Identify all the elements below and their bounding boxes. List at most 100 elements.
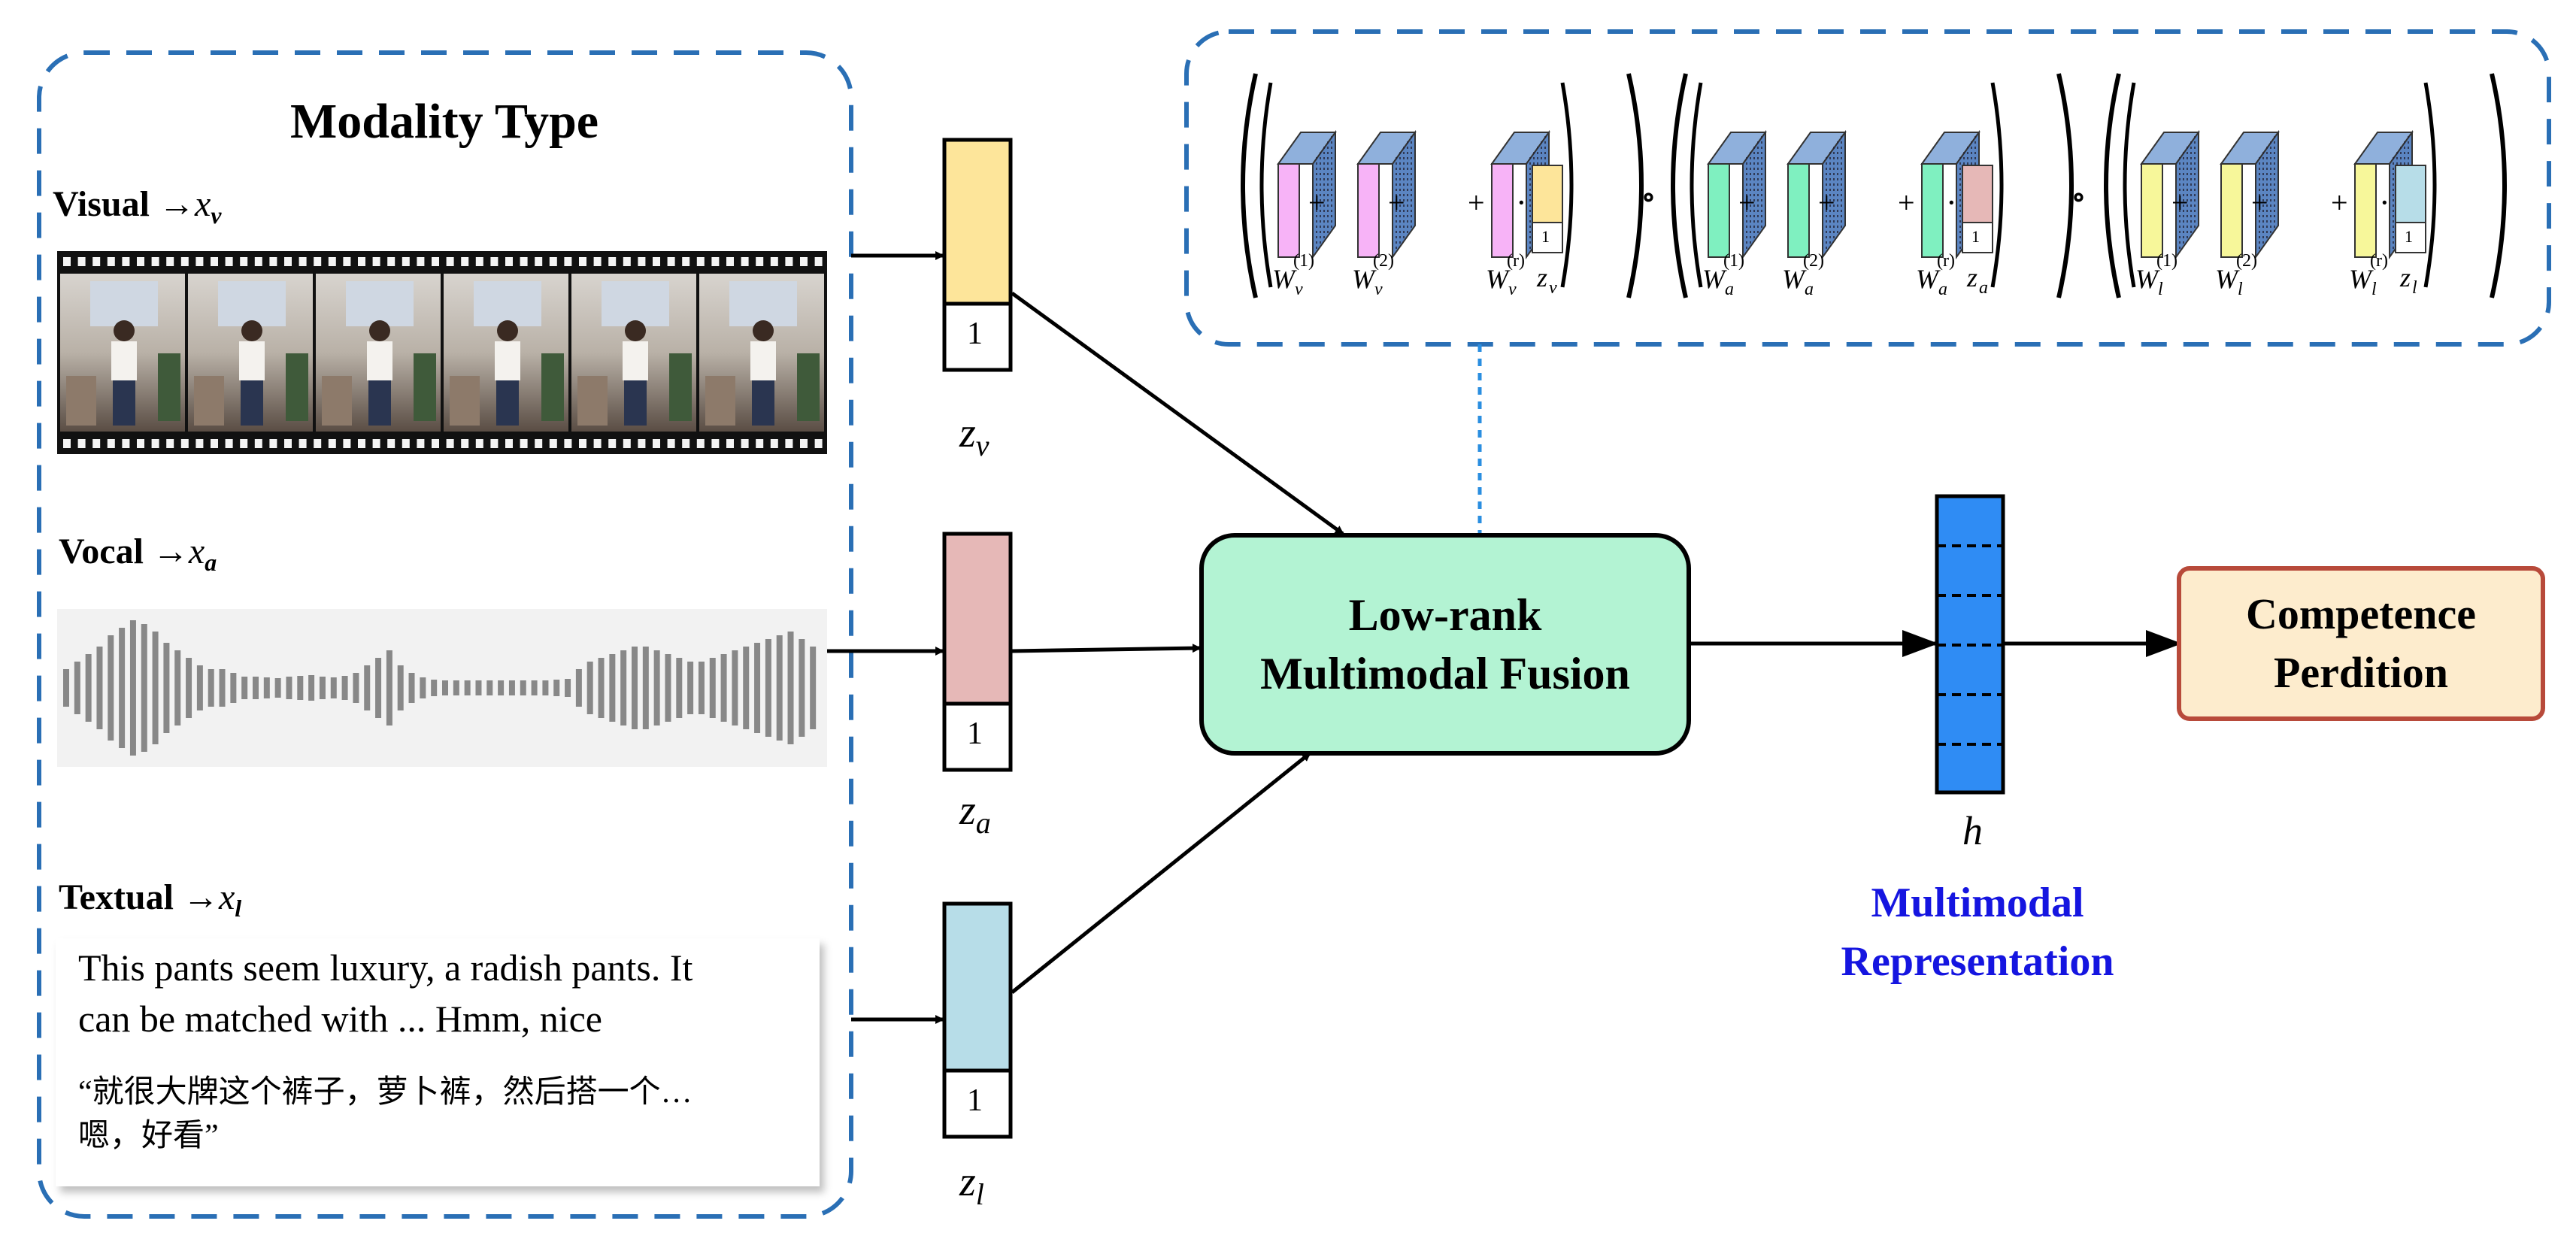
bracket-inner-right — [1560, 82, 1574, 288]
formula-w-sup: (2) — [1373, 251, 1394, 271]
film-hole — [549, 257, 557, 266]
film-hole — [343, 257, 351, 266]
film-hole — [505, 257, 513, 266]
wave-bar — [397, 665, 404, 710]
arrow-za-to-fusion — [1011, 644, 1202, 653]
formula-z-one — [1532, 222, 1563, 253]
slab-face — [1357, 163, 1380, 258]
slab-face — [2354, 163, 2377, 258]
frame-backdrop — [474, 281, 541, 326]
formula-z-top — [1962, 165, 1993, 223]
textual-var: x — [218, 877, 235, 917]
formula-w-sub: a — [1805, 280, 1814, 299]
wave-bar — [431, 680, 438, 696]
film-hole — [211, 257, 218, 266]
person-top — [495, 341, 520, 380]
wave-bar — [732, 650, 738, 725]
film-hole — [461, 439, 469, 448]
formula-z-one — [1962, 222, 1993, 253]
slab-face — [1787, 163, 1810, 258]
arrow-zv-to-fusion — [1011, 291, 1344, 536]
formula-dot: · — [2379, 184, 2390, 221]
prediction-line2: Perdition — [2274, 648, 2448, 697]
za-label: za — [959, 787, 991, 840]
wave-bar — [810, 647, 817, 729]
wave-bar — [63, 669, 69, 707]
wave-bar — [85, 654, 92, 722]
film-hole — [667, 439, 675, 448]
film-hole — [358, 439, 365, 448]
visual-var: x — [194, 184, 211, 224]
film-hole — [638, 257, 646, 266]
frame-decor — [66, 376, 96, 426]
film-hole — [535, 257, 543, 266]
wave-bar — [386, 650, 392, 725]
wave-bar — [754, 643, 761, 733]
film-hole — [726, 257, 734, 266]
film-hole — [800, 439, 808, 448]
film-hole — [77, 257, 86, 266]
frame-backdrop — [90, 281, 158, 326]
formula-z-sub: l — [2412, 278, 2417, 298]
wave-bar — [174, 650, 181, 725]
person-pants — [496, 380, 519, 426]
film-hole — [372, 439, 380, 448]
film-hole — [608, 257, 617, 266]
film-hole — [623, 257, 631, 266]
person-head — [497, 320, 518, 341]
formula-z-top — [1532, 165, 1563, 223]
person-head — [753, 320, 774, 341]
film-hole — [180, 257, 189, 266]
representation-label: Multimodal Representation — [1790, 872, 2165, 992]
bracket-inner-left — [1259, 82, 1273, 288]
film-hole — [623, 439, 631, 448]
film-hole — [225, 439, 233, 448]
formula-w-label: W — [2349, 264, 2371, 294]
textual-label-row: Textual →xl — [59, 877, 241, 922]
zl-one: 1 — [967, 1083, 983, 1118]
film-hole — [77, 439, 86, 448]
person-pants — [241, 380, 263, 426]
bracket-outer-right — [2490, 73, 2507, 298]
film-hole — [814, 257, 823, 266]
formula-w-sup: (1) — [2156, 251, 2177, 271]
visual-arrow: → — [158, 184, 195, 224]
wave-bar — [531, 680, 538, 695]
formula-z-one-label: 1 — [2405, 227, 2413, 246]
formula-w-sup: (r) — [2370, 251, 2388, 271]
formula-plus: + — [1308, 186, 1326, 220]
person-top — [750, 341, 776, 380]
frame-decor — [577, 376, 608, 426]
wave-bar — [542, 680, 549, 695]
slab-face — [1921, 163, 1944, 258]
film-hole — [387, 439, 395, 448]
zv-one: 1 — [967, 317, 983, 351]
text-chinese-line1: “就很大牌这个裤子，萝卜裤，然后搭一个… — [78, 1075, 692, 1110]
film-hole — [696, 439, 705, 448]
film-hole — [107, 257, 115, 266]
wave-bar — [96, 647, 103, 729]
wave-bar — [253, 677, 259, 699]
film-hole — [505, 439, 513, 448]
film-hole — [328, 439, 336, 448]
wave-bar — [553, 680, 560, 696]
film-hole — [756, 257, 764, 266]
person-top — [367, 341, 392, 380]
frame-tree — [286, 353, 308, 421]
frame-tree — [669, 353, 692, 421]
film-hole — [63, 257, 71, 266]
film-hole — [520, 257, 528, 266]
vocal-label: Vocal — [59, 532, 144, 571]
film-hole — [180, 439, 189, 448]
formula-w-label: W — [2135, 264, 2158, 294]
wave-bar — [565, 679, 571, 697]
film-hole — [122, 257, 130, 266]
formula-plus: + — [1898, 186, 1915, 220]
wave-bar — [676, 658, 683, 718]
wave-bar — [575, 669, 582, 707]
modality-title: Modality Type — [290, 94, 599, 149]
wave-bar — [219, 669, 226, 707]
formula-circ: ∘ — [2071, 180, 2087, 214]
film-hole — [564, 257, 572, 266]
visual-label: Visual — [53, 184, 150, 224]
